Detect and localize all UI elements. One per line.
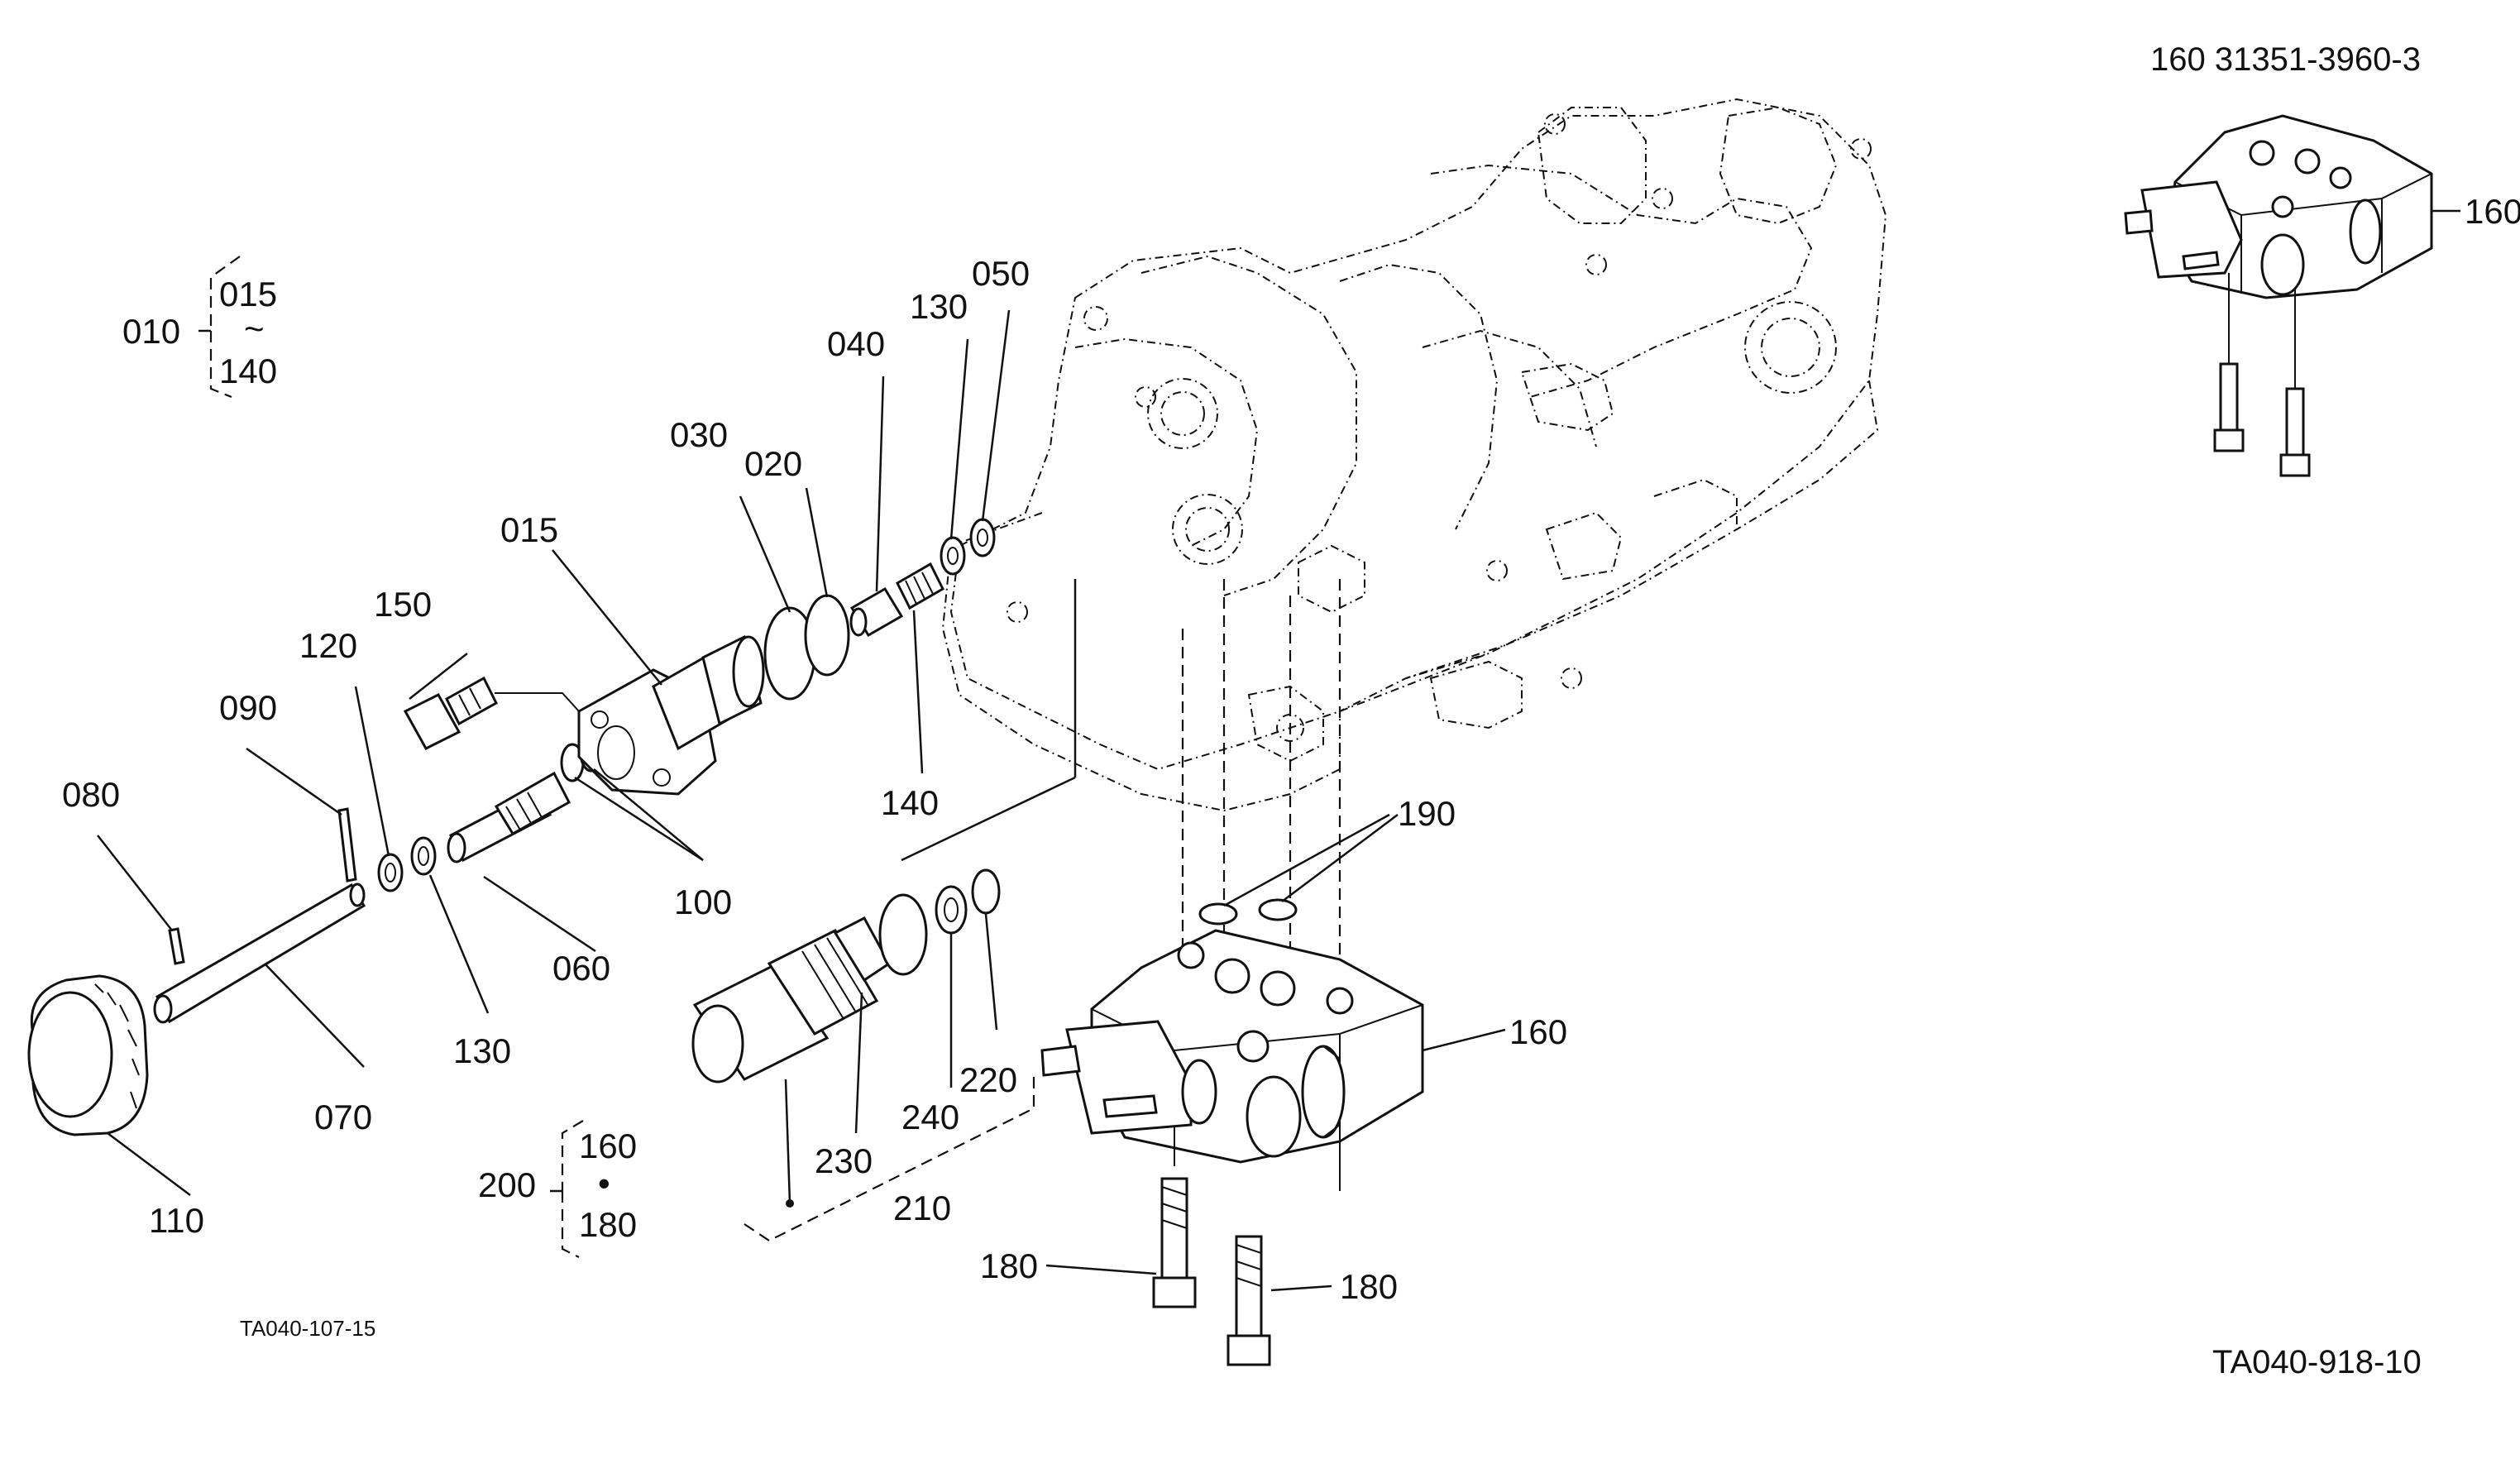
callout-220: 220 [959, 1060, 1017, 1099]
group-010-bottom: 140 [219, 352, 277, 390]
callout-130-top: 130 [910, 287, 968, 326]
group-010-tilde: ~ [244, 309, 265, 348]
hydraulic-housing [941, 98, 1887, 812]
knob-part [27, 974, 149, 1136]
callout-050: 050 [972, 254, 1030, 293]
callout-210: 210 [893, 1189, 951, 1227]
callout-180-left: 180 [980, 1246, 1038, 1285]
leader-lines [97, 309, 1399, 1292]
washer-parts [377, 836, 437, 892]
assembly-guide-lines [1181, 579, 1341, 993]
spring-part [896, 562, 944, 610]
group-010-top: 015 [219, 275, 277, 313]
callout-020: 020 [744, 444, 802, 483]
callout-160-inset: 160 [2465, 192, 2520, 231]
poppet-part [849, 586, 904, 638]
callout-160-main: 160 [1509, 1012, 1567, 1051]
figure-ref-left: TA040-107-15 [240, 1316, 375, 1341]
callout-040: 040 [827, 324, 885, 363]
relief-valve-part [691, 916, 891, 1083]
model-code: 160 31351-3960-3 [2150, 41, 2421, 78]
callout-130-bottom: 130 [453, 1031, 511, 1070]
group-200-top: 160 [579, 1127, 637, 1165]
spool-part [447, 771, 571, 863]
group-200-bracket [550, 1120, 584, 1258]
valve-body-part [577, 634, 765, 796]
group-200-bottom: 180 [579, 1205, 637, 1244]
group-010-parent: 010 [122, 312, 180, 351]
socket-bolt-parts [1152, 1177, 1271, 1366]
group-200-parent: 200 [478, 1165, 536, 1204]
callout-140: 140 [881, 783, 939, 822]
callout-150: 150 [374, 585, 432, 624]
callout-100: 100 [674, 883, 732, 921]
callout-080: 080 [62, 775, 120, 814]
group-010-bracket [198, 256, 241, 399]
o-ring-190-parts [1198, 898, 1298, 926]
callout-060: 060 [552, 949, 610, 988]
callout-090: 090 [219, 688, 277, 727]
control-valve-part [1040, 929, 1506, 1191]
shaft-part [153, 883, 366, 1024]
callout-190: 190 [1398, 794, 1456, 833]
relief-seal-parts [878, 868, 1001, 976]
group-200-bullet: • [598, 1164, 610, 1203]
callout-240: 240 [901, 1098, 959, 1136]
callout-230: 230 [815, 1141, 873, 1180]
callout-015: 015 [500, 510, 558, 549]
callout-070: 070 [314, 1098, 372, 1136]
o-ring-large-parts [763, 594, 850, 701]
inset-control-valve [2124, 114, 2460, 477]
bolt-part [403, 676, 580, 750]
callout-030: 030 [670, 415, 728, 454]
callout-110: 110 [149, 1201, 204, 1240]
spring-pin-parts [168, 807, 357, 965]
seal-washer-parts [940, 518, 996, 576]
callout-120: 120 [299, 626, 357, 665]
figure-ref-right: TA040-918-10 [2212, 1344, 2422, 1380]
callout-180-right: 180 [1340, 1267, 1398, 1306]
